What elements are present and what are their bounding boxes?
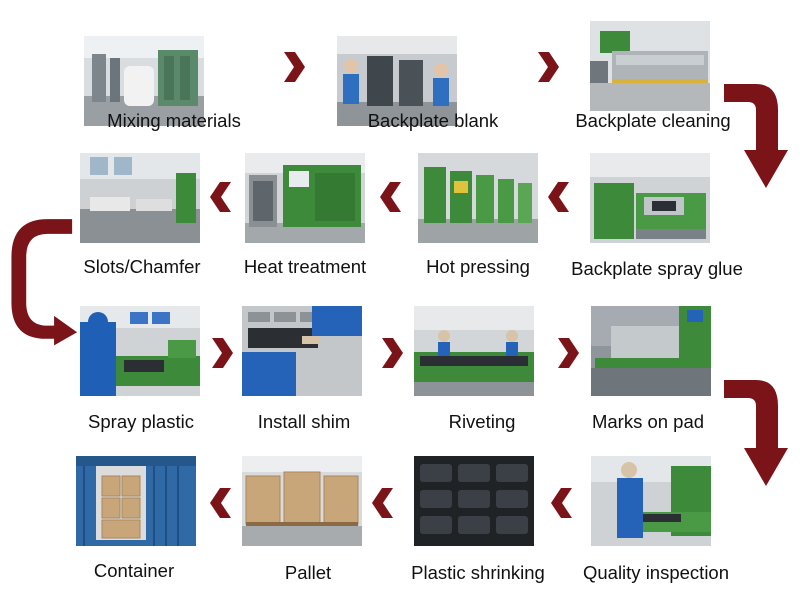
- photo-plastic-shrinking: [414, 456, 534, 546]
- left-chevron-icon: [210, 488, 231, 518]
- step-label-spray-plastic: Spray plastic: [88, 411, 194, 432]
- photo-spray-plastic: [80, 306, 200, 396]
- step-label-plastic-shrinking: Plastic shrinking: [411, 562, 545, 583]
- flow-arrow-13-left: [372, 488, 393, 518]
- photo-mixing-materials: [84, 36, 204, 126]
- flow-turn-arrow-2: [11, 219, 78, 346]
- right-chevron-icon: [558, 338, 579, 368]
- photo-backplate-blank: [337, 36, 457, 126]
- photo-install-shim: [242, 306, 362, 396]
- photo-riveting: [414, 306, 534, 396]
- flow-arrow-14-left: [210, 488, 231, 518]
- step-label-quality-inspection: Quality inspection: [582, 562, 730, 583]
- photo-quality-inspection: [591, 456, 711, 546]
- flow-turn-arrow-3: [724, 380, 788, 486]
- photo-slots-chamfer: [80, 153, 200, 243]
- photo-container: [76, 456, 196, 546]
- step-label-slots-chamfer: Slots/Chamfer: [83, 256, 201, 277]
- step-label-riveting: Riveting: [448, 411, 516, 432]
- photo-heat-treatment: [245, 153, 365, 243]
- step-label-marks-on-pad: Marks on pad: [591, 411, 705, 432]
- flow-arrow-2-right: [538, 52, 559, 82]
- photo-backplate-cleaning: [590, 21, 710, 111]
- step-label-container: Container: [93, 560, 175, 581]
- right-chevron-icon: [538, 52, 559, 82]
- step-label-backplate-blank: Backplate blank: [367, 110, 499, 131]
- step-label-mixing-materials: Mixing materials: [107, 110, 241, 131]
- left-chevron-icon: [380, 182, 401, 212]
- step-label-pallet: Pallet: [284, 562, 332, 583]
- left-chevron-icon: [551, 488, 572, 518]
- photo-backplate-spray-glue: [590, 153, 710, 243]
- step-label-backplate-cleaning: Backplate cleaning: [575, 110, 731, 131]
- curved-down-arrow-icon: [11, 219, 78, 346]
- photo-hot-pressing: [418, 153, 538, 243]
- right-chevron-icon: [382, 338, 403, 368]
- flow-arrow-12-left: [551, 488, 572, 518]
- flow-arrow-5-left: [380, 182, 401, 212]
- photo-pallet: [242, 456, 362, 546]
- flow-arrow-4-left: [548, 182, 569, 212]
- step-label-install-shim: Install shim: [257, 411, 351, 432]
- curved-down-arrow-icon: [724, 380, 788, 486]
- flow-arrow-9-right: [382, 338, 403, 368]
- left-chevron-icon: [372, 488, 393, 518]
- left-chevron-icon: [548, 182, 569, 212]
- step-label-backplate-spray-glue: Backplate spray glue: [571, 258, 743, 279]
- flow-arrow-6-left: [210, 182, 231, 212]
- right-chevron-icon: [284, 52, 305, 82]
- right-chevron-icon: [212, 338, 233, 368]
- flow-arrow-8-right: [212, 338, 233, 368]
- flow-turn-arrow-1: [724, 84, 788, 188]
- step-label-hot-pressing: Hot pressing: [426, 256, 530, 277]
- curved-down-arrow-icon: [724, 84, 788, 188]
- step-label-heat-treatment: Heat treatment: [243, 256, 367, 277]
- flow-arrow-1-right: [284, 52, 305, 82]
- photo-marks-on-pad: [591, 306, 711, 396]
- flow-arrow-10-right: [558, 338, 579, 368]
- left-chevron-icon: [210, 182, 231, 212]
